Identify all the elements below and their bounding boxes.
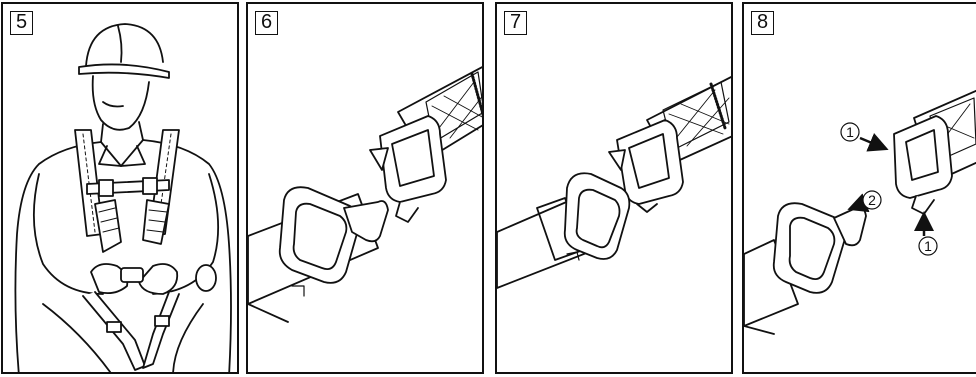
buckle-release-illustration: 1 2 1	[744, 89, 976, 335]
svg-text:2: 2	[868, 192, 876, 208]
panel-step-8: 8	[742, 2, 976, 374]
worker-fastening-chest-buckle-illustration	[14, 23, 232, 372]
buckle-separated-illustration	[248, 66, 482, 323]
svg-text:1: 1	[924, 238, 932, 254]
callout-1-top: 1	[840, 122, 860, 142]
step-number-6: 6	[255, 11, 278, 35]
svg-text:1: 1	[846, 124, 854, 140]
callout-2: 2	[862, 190, 882, 210]
step-number-5: 5	[10, 11, 33, 35]
panel-step-7: 7	[495, 2, 733, 374]
panel-step-5: 5	[1, 2, 239, 374]
step-number-8: 8	[751, 11, 774, 35]
callout-1-bottom: 1	[918, 236, 938, 256]
step-number-7: 7	[504, 11, 527, 35]
panel-step-6: 6	[246, 2, 484, 374]
buckle-connected-illustration	[497, 76, 731, 289]
